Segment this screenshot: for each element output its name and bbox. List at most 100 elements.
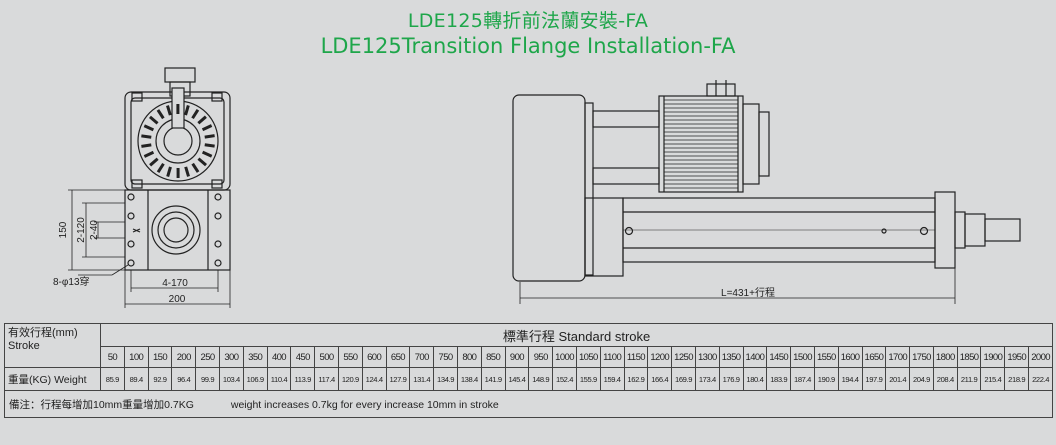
stroke-value: 150 — [147, 346, 173, 368]
stroke-label-cn: 有效行程(mm) — [8, 327, 78, 339]
dim-width-inner: 4-170 — [162, 278, 188, 289]
motor-fin — [204, 134, 215, 139]
stroke-value: 1700 — [885, 346, 911, 368]
stroke-value: 400 — [266, 346, 292, 368]
weight-value: 162.9 — [623, 367, 649, 391]
stroke-value: 1100 — [599, 346, 625, 368]
weight-value: 183.9 — [766, 367, 792, 391]
weight-value: 176.9 — [718, 367, 744, 391]
motor-fin — [184, 166, 190, 177]
stroke-value: 2000 — [1028, 346, 1054, 368]
front-view-dimensions — [68, 189, 231, 308]
weight-value: 117.4 — [314, 367, 339, 391]
stroke-value: 350 — [242, 346, 268, 368]
dim-length: L=431+行程 — [721, 286, 775, 299]
stroke-value: 1600 — [837, 346, 863, 368]
stroke-value: 1250 — [671, 346, 696, 368]
weight-value: 120.9 — [337, 367, 363, 391]
motor-fin — [143, 150, 155, 158]
stroke-value: 1950 — [1004, 346, 1030, 368]
technical-drawing: 150 2-120 2-40 8-φ13穿 4-170 200 L=431+行程 — [53, 67, 1021, 308]
weight-value: 173.4 — [694, 367, 720, 391]
weight-value: 180.4 — [742, 367, 768, 391]
motor-fin — [197, 115, 207, 125]
weight-value: 145.4 — [504, 367, 530, 391]
dim-height-mid: 2-120 — [76, 217, 87, 243]
note-en: weight increases 0.7kg for every increas… — [230, 398, 499, 411]
weight-value: 124.4 — [361, 367, 387, 391]
stroke-value: 1750 — [909, 346, 934, 368]
motor-fin — [141, 143, 152, 148]
stroke-value: 500 — [314, 346, 339, 368]
weight-value: 106.9 — [242, 367, 268, 391]
stroke-value: 1500 — [790, 346, 815, 368]
front-view-flange — [124, 189, 231, 271]
weight-value: 201.4 — [885, 367, 911, 391]
stroke-value: 1050 — [575, 346, 601, 368]
motor-fin — [148, 115, 159, 125]
weight-value: 131.4 — [409, 367, 435, 391]
stroke-value: 1550 — [813, 346, 839, 368]
motor-fin — [156, 162, 165, 173]
stroke-value: 600 — [361, 346, 387, 368]
stroke-value: 800 — [456, 346, 482, 368]
weight-value: 99.9 — [195, 367, 220, 391]
stroke-value: 1150 — [623, 346, 649, 368]
stroke-value: 650 — [385, 346, 411, 368]
weight-value: 169.9 — [671, 367, 696, 391]
weight-value: 166.4 — [647, 367, 673, 391]
stroke-value: 750 — [433, 346, 458, 368]
weight-value: 152.4 — [552, 367, 577, 391]
stroke-value: 1000 — [552, 346, 577, 368]
stroke-value: 900 — [504, 346, 530, 368]
stroke-value: 1450 — [766, 346, 792, 368]
note-row: 備注：行程每增加10mm重量增加0.7KG weight increases 0… — [3, 390, 1054, 418]
weight-value: 155.9 — [575, 367, 601, 391]
stroke-value: 1650 — [861, 346, 887, 368]
weight-value: 110.4 — [266, 367, 292, 391]
stroke-value: 250 — [195, 346, 220, 368]
weight-label: 重量(KG) Weight — [4, 367, 101, 391]
dim-height-inner: 2-40 — [89, 220, 100, 240]
title-english: LDE125Transition Flange Installation-FA — [320, 34, 736, 58]
motor-fin — [149, 157, 159, 167]
stroke-value: 550 — [337, 346, 363, 368]
stroke-value: 1850 — [956, 346, 982, 368]
note-cn: 備注：行程每增加10mm重量增加0.7KG — [9, 398, 194, 411]
front-view-motor — [124, 67, 231, 191]
stroke-value: 1200 — [647, 346, 673, 368]
dim-height-outer: 150 — [58, 221, 69, 238]
stroke-value: 1900 — [980, 346, 1006, 368]
stroke-value: 200 — [171, 346, 197, 368]
title-chinese: LDE125轉折前法蘭安裝-FA — [407, 10, 649, 32]
weight-value: 113.9 — [290, 367, 316, 391]
weight-value: 141.9 — [480, 367, 506, 391]
stroke-value: 50 — [100, 346, 125, 368]
motor-fin — [197, 157, 208, 167]
stroke-value: 1800 — [932, 346, 958, 368]
stroke-value: 700 — [409, 346, 435, 368]
stroke-value: 850 — [480, 346, 506, 368]
weight-value: 190.9 — [813, 367, 839, 391]
side-view-actuator — [512, 80, 1021, 282]
stroke-header: 有效行程(mm) Stroke — [4, 323, 101, 368]
motor-fin — [204, 143, 215, 148]
weight-value: 103.4 — [218, 367, 244, 391]
stroke-value: 1350 — [718, 346, 744, 368]
weight-value: 222.4 — [1028, 367, 1054, 391]
motor-fin — [166, 105, 172, 116]
motor-fin — [156, 109, 165, 120]
weight-value: 194.4 — [837, 367, 863, 391]
weight-value: 85.9 — [100, 367, 125, 391]
side-view-dimensions — [519, 268, 956, 304]
dim-width-outer: 200 — [169, 294, 186, 305]
stroke-value: 100 — [123, 346, 149, 368]
weight-value: 96.4 — [171, 367, 197, 391]
weight-value: 208.4 — [932, 367, 958, 391]
weight-value: 127.9 — [385, 367, 411, 391]
stroke-value: 1400 — [742, 346, 768, 368]
stroke-value: 1300 — [694, 346, 720, 368]
